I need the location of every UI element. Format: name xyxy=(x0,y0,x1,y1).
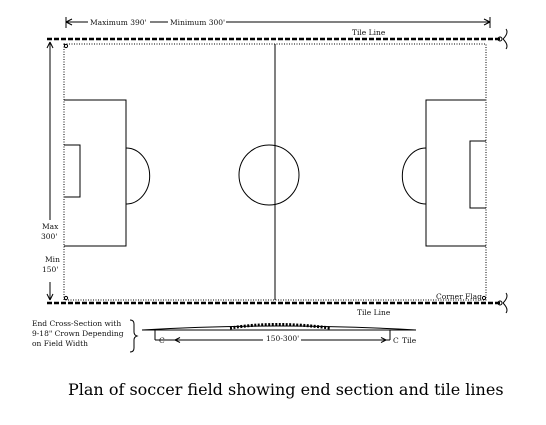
arrow-right-icon xyxy=(483,18,491,26)
max-length-label: Maximum 390' xyxy=(90,18,147,27)
arrow-left-icon xyxy=(174,337,181,343)
arrow-down-icon xyxy=(46,293,54,301)
section-width-label-bg xyxy=(263,333,301,343)
min-width-label-2: 150' xyxy=(42,265,58,274)
tile-outlet-icon xyxy=(502,292,508,314)
tile-outlet-dot xyxy=(497,36,503,42)
min-width-label-1: Min xyxy=(45,255,60,264)
corner-flag-icon xyxy=(63,295,69,301)
end-section-label-2: 9-18" Crown Depending xyxy=(32,329,124,338)
label-bg-min xyxy=(168,17,226,27)
arrow-right-icon xyxy=(380,337,387,343)
section-width-label: 150-300' xyxy=(266,334,299,343)
max-width-label-1: Max xyxy=(42,222,59,231)
center-circle xyxy=(238,144,300,206)
arrow-up-icon xyxy=(46,41,54,49)
arrow-left-icon xyxy=(65,18,73,26)
right-goal-area xyxy=(469,140,486,209)
section-tile-label: Tile xyxy=(402,336,417,345)
label-bg-max xyxy=(88,17,150,27)
tile-outlet-dot xyxy=(497,300,503,306)
corner-flag-icon xyxy=(481,295,487,301)
end-section-label-3: on Field Width xyxy=(32,339,88,348)
diagram-caption: Plan of soccer field showing end section… xyxy=(68,380,504,399)
field-markings xyxy=(63,43,487,301)
left-goal-area xyxy=(64,144,81,198)
tile-lines xyxy=(47,37,502,305)
width-dimension xyxy=(46,41,54,301)
tile-outlet-icon xyxy=(502,28,508,50)
corner-flag-icon xyxy=(63,43,69,49)
tile-outlets xyxy=(497,28,508,314)
bracket-icon xyxy=(129,319,139,353)
tile-line-bottom-label: Tile Line xyxy=(357,308,391,317)
end-section-label-1: End Cross-Section with xyxy=(32,319,121,328)
right-penalty-arc xyxy=(401,147,427,205)
left-penalty-arc xyxy=(125,147,151,205)
section-c-label: C xyxy=(159,336,165,345)
section-c-right-label: C xyxy=(393,336,399,345)
min-length-label: Minimum 300' xyxy=(170,18,225,27)
left-penalty-area xyxy=(64,99,127,247)
max-width-label-2: 300' xyxy=(41,232,57,241)
cross-section-crown xyxy=(141,325,417,331)
right-penalty-area xyxy=(425,99,486,247)
tile-line-top-label: Tile Line xyxy=(352,28,386,37)
corner-flag-label: Corner Flag xyxy=(436,292,482,301)
crown-hatch xyxy=(229,323,331,330)
